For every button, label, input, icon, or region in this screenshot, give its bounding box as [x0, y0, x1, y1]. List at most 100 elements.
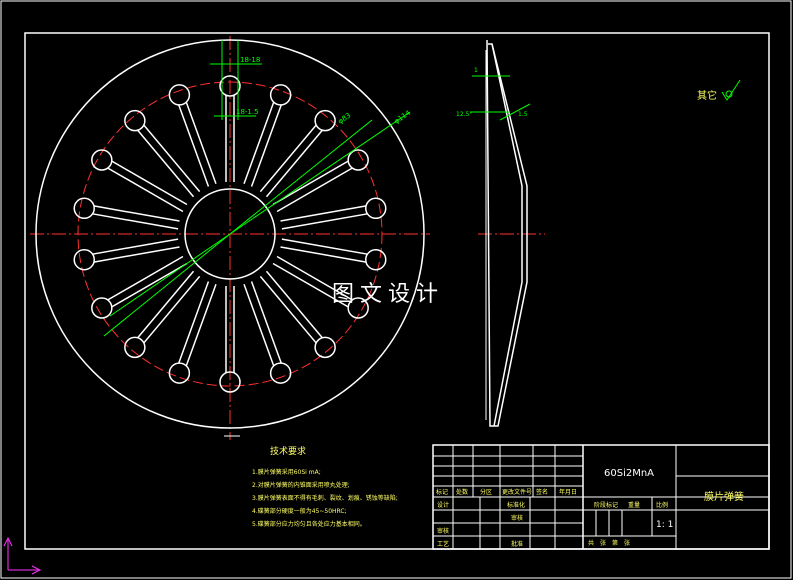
slot-edge — [111, 262, 188, 308]
slot-edge — [259, 275, 317, 344]
tb-label-review: 审核 — [437, 527, 449, 535]
pitch-circle — [77, 81, 383, 387]
dim-line-diag-4 — [103, 233, 231, 337]
tb-label-process: 工艺 — [437, 540, 449, 548]
slot-edge — [143, 124, 201, 193]
tech-req-item-2: 2.对膜片弹簧的内锥面采用喷丸处理; — [252, 481, 350, 489]
tb-label-date: 年月日 — [559, 488, 577, 496]
slot-edge — [185, 101, 217, 185]
tech-req-item-1: 1.膜片弹簧采用60Si mA; — [252, 468, 321, 476]
slot-edge — [107, 167, 184, 213]
drawing-frame — [24, 32, 770, 550]
slot-end-hole — [124, 109, 146, 132]
tb-label-approve: 批准 — [511, 540, 523, 548]
side-dim-3 — [499, 103, 531, 121]
dim-line-diag-2 — [109, 233, 231, 317]
slot-end-hole — [314, 109, 336, 132]
slot-end-hole — [124, 336, 146, 359]
slot-end-hole — [168, 362, 191, 384]
tb-label-stage-mark: 阶段标记 — [594, 501, 618, 509]
tb-sheets: 共 张 第 张 — [588, 539, 630, 547]
tb-label-signature: 签名 — [536, 488, 548, 496]
slot-end-hole — [219, 75, 241, 97]
technical-requirements: 技术要求 1.膜片弹簧采用60Si mA; 2.对膜片弹簧的内锥面采用喷丸处理;… — [252, 445, 398, 528]
title-part-name: 膜片弹簧 — [704, 490, 744, 503]
slot-edge — [111, 160, 188, 206]
slot-edge — [280, 205, 367, 222]
slot-end-hole — [314, 336, 336, 359]
side-dim-text-angle: 12.5° — [456, 111, 472, 118]
slot-edge — [280, 246, 367, 263]
slot-edge — [93, 205, 180, 222]
title-block — [432, 444, 770, 550]
slot-end-hole — [365, 197, 387, 220]
tb-label-zone: 分区 — [480, 488, 492, 496]
side-dim-text-t: 1 — [474, 67, 478, 74]
tb-label-standardize-2: 审核 — [511, 514, 523, 522]
tb-label-mark: 标记 — [436, 488, 448, 496]
slot-end-hole — [91, 149, 113, 171]
slot-edge — [265, 270, 323, 339]
side-profile-inner — [491, 43, 523, 427]
side-view: 1 12.5° 1.5 — [456, 39, 545, 427]
slot-edge — [137, 270, 195, 339]
slot-edge — [177, 104, 210, 187]
slot-edge — [281, 238, 368, 255]
slot-edge — [250, 281, 283, 364]
dim-text-diag-1: φ83 — [337, 111, 353, 125]
surface-finish-text: 其它 — [697, 89, 717, 102]
tech-req-item-3: 3.膜片弹簧表面不得有毛刺、裂纹、划痕、锈蚀等缺陷; — [252, 494, 398, 502]
title-material: 60Si2MnA — [604, 468, 654, 479]
slot-end-hole — [347, 297, 369, 319]
slot-edge — [177, 281, 210, 364]
slot-edge — [107, 255, 184, 301]
dim-line-diag-3 — [229, 119, 373, 235]
slot-edge — [272, 160, 349, 206]
slot-edge — [276, 167, 353, 213]
dim-line-diag-1 — [229, 111, 411, 235]
dim-text-diag-2: φ114 — [393, 109, 413, 126]
dim-text-top-1: 18-18 — [240, 56, 260, 64]
side-dim-text-t2: 1.5 — [518, 111, 528, 118]
dim-text-top-2: 18-1.5 — [236, 108, 259, 116]
tech-req-item-5: 5.碟簧部分应力均匀且各处应力基本相同。 — [252, 520, 366, 528]
slot-end-hole — [73, 248, 95, 271]
front-view: 18-18 18-1.5 φ83 φ114 — [30, 36, 430, 440]
slot-end-hole — [219, 371, 241, 393]
tb-label-standardize: 标准化 — [507, 501, 525, 509]
slot-edge — [281, 213, 368, 230]
tb-label-design: 设计 — [437, 501, 449, 509]
slot-edge — [243, 101, 275, 185]
surface-finish-mark: 其它 — [697, 79, 741, 102]
slot-end-hole — [73, 197, 95, 220]
inner-bore-circle — [184, 188, 276, 280]
tb-label-change-doc: 更改文件号 — [502, 488, 532, 496]
tb-label-weight: 重量 — [628, 501, 640, 509]
slot-edge — [137, 129, 195, 198]
slot-edge — [272, 262, 349, 308]
surface-finish-circle — [725, 90, 733, 98]
slot-edge — [92, 238, 179, 255]
slot-end-hole — [269, 362, 292, 384]
slot-end-hole — [347, 149, 369, 171]
tech-req-title: 技术要求 — [270, 445, 306, 457]
slot-edge — [143, 275, 201, 344]
slot-edge — [250, 104, 283, 187]
slot-edge — [92, 213, 179, 230]
finger-slots — [73, 75, 387, 393]
slot-edge — [93, 246, 180, 263]
tb-scale: 1: 1 — [656, 520, 673, 530]
slot-edge — [265, 129, 323, 198]
slot-end-hole — [269, 84, 292, 106]
slot-edge — [259, 124, 317, 193]
tb-label-ratio: 比例 — [656, 501, 668, 509]
side-profile-outer — [486, 39, 528, 427]
surface-finish-symbol — [721, 79, 741, 101]
slot-edge — [243, 283, 275, 367]
tb-label-count: 处数 — [456, 488, 468, 496]
slot-edge — [185, 283, 217, 367]
slot-end-hole — [91, 297, 113, 319]
tech-req-item-4: 4.碟簧部分硬度一般为45~50HRC; — [252, 507, 347, 515]
